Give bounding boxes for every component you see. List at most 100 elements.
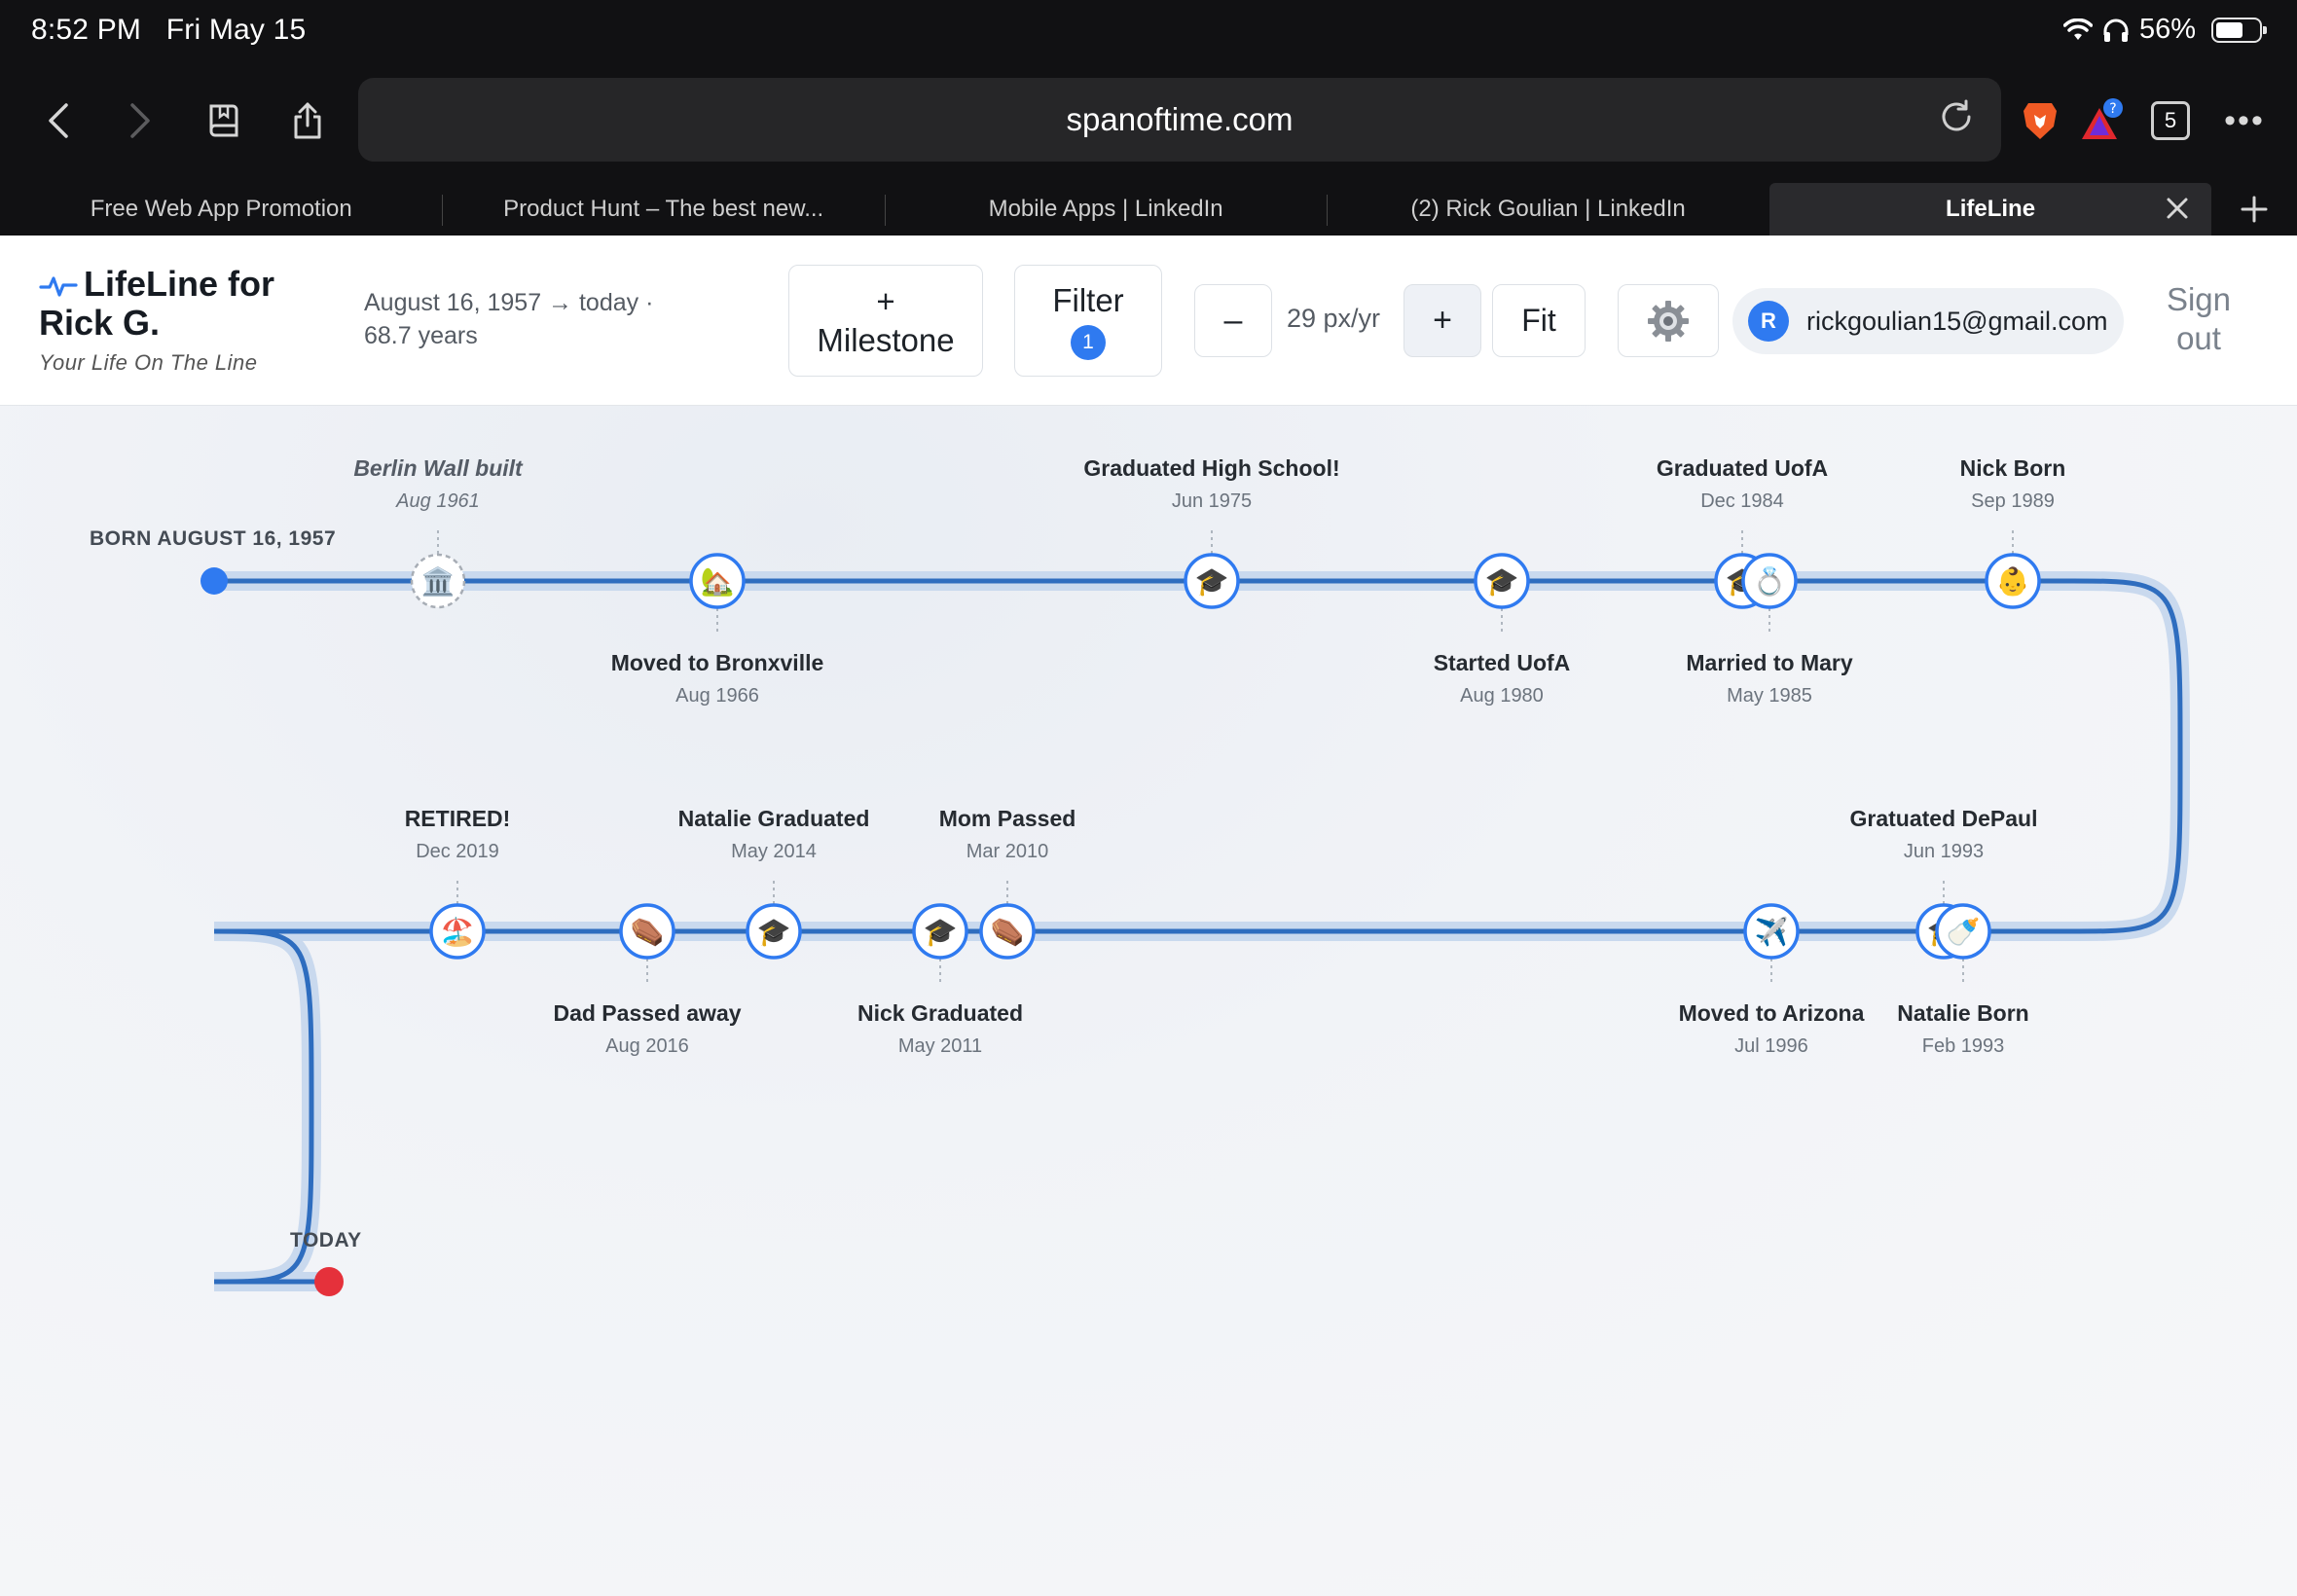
lifespan-summary: August 16, 1957 → today · 68.7 years: [364, 286, 685, 352]
share-button[interactable]: [280, 93, 335, 148]
timeline-path: 🏛️🏡🎓🎓🎓💍👶🎓🍼✈️⚰️🎓🎓⚰️🏖️: [201, 530, 2190, 1296]
account-email: rickgoulian15@gmail.com: [1806, 306, 2108, 336]
fit-button[interactable]: Fit: [1492, 284, 1586, 357]
birth-dot: [201, 567, 228, 595]
event-title: Started UofA: [1433, 650, 1571, 675]
event-marker[interactable]: [1741, 553, 1798, 609]
event-title: Gratuated DePaul: [1849, 806, 2038, 831]
app-title: LifeLine for Rick G.: [39, 265, 321, 343]
tab-label: Product Hunt – The best new...: [503, 196, 824, 222]
battery-icon: [2211, 17, 2267, 43]
event-date: Feb 1993: [1921, 1035, 2005, 1057]
plus-icon: [2241, 196, 2268, 223]
brave-shields-button[interactable]: [2013, 93, 2067, 148]
zoom-level: 29 px/yr: [1287, 304, 1381, 333]
share-icon: [294, 102, 321, 139]
event-date: Aug 1961: [396, 490, 480, 512]
event-marker[interactable]: [912, 903, 968, 960]
event-title: Dad Passed away: [553, 1000, 742, 1026]
back-button[interactable]: [31, 93, 86, 148]
status-time: 8:52 PM Fri May 15: [31, 14, 306, 47]
event-date: Dec 1984: [1700, 490, 1784, 512]
event-markers: 🏛️🏡🎓🎓🎓💍👶🎓🍼✈️⚰️🎓🎓⚰️🏖️: [410, 530, 2041, 982]
sign-out-button[interactable]: Sign out: [2145, 280, 2252, 358]
event-icon: ⚰️: [631, 916, 665, 948]
tab-rick-goulian-linkedin[interactable]: (2) Rick Goulian | LinkedIn: [1327, 183, 1768, 236]
event-icon: 🎓: [1485, 565, 1519, 598]
event-title: Natalie Born: [1897, 1000, 2029, 1026]
reload-button[interactable]: [1937, 97, 1976, 144]
event-date: Dec 2019: [416, 841, 499, 862]
event-marker[interactable]: [429, 903, 486, 960]
event-title: Graduated UofA: [1656, 455, 1829, 481]
status-icons: 56%: [2062, 14, 2267, 46]
event-marker[interactable]: [979, 903, 1036, 960]
birthdate-range: August 16, 1957 → today ·: [364, 289, 654, 316]
event-marker[interactable]: [1985, 553, 2041, 609]
brand: LifeLine for Rick G. Your Life On The Li…: [39, 265, 321, 376]
event-title: Mom Passed: [938, 806, 1076, 831]
event-title: Graduated High School!: [1083, 455, 1340, 481]
account-chip[interactable]: R rickgoulian15@gmail.com: [1732, 288, 2124, 354]
event-title: Moved to Arizona: [1678, 1000, 1865, 1026]
tab-free-web-app-promotion[interactable]: Free Web App Promotion: [0, 183, 442, 236]
tab-product-hunt[interactable]: Product Hunt – The best new...: [442, 183, 884, 236]
filter-button[interactable]: Filter 1: [1014, 265, 1162, 377]
event-marker[interactable]: [619, 903, 675, 960]
event-label[interactable]: Graduated High School!Jun 1975: [1083, 455, 1339, 513]
tab-lifeline[interactable]: LifeLine: [1768, 183, 2212, 236]
forward-button[interactable]: [113, 93, 167, 148]
event-date: Mar 2010: [966, 841, 1049, 862]
event-title: Natalie Graduated: [677, 806, 870, 831]
gear-icon: [1648, 300, 1689, 342]
battery-percent: 56%: [2138, 14, 2196, 45]
tab-count-icon: 5: [2151, 101, 2190, 140]
filter-label: Filter: [1052, 281, 1124, 318]
clock: 8:52 PM: [31, 14, 142, 46]
new-tab-button[interactable]: [2211, 183, 2297, 236]
event-marker[interactable]: [1935, 903, 1991, 960]
event-marker[interactable]: [689, 553, 746, 609]
bookmarks-button[interactable]: [197, 93, 251, 148]
zoom-out-button[interactable]: –: [1194, 284, 1272, 357]
event-label[interactable]: Graduated UofA Dec 1984: [1657, 455, 1828, 513]
tab-mobile-apps-linkedin[interactable]: Mobile Apps | LinkedIn: [884, 183, 1327, 236]
event-marker[interactable]: [1743, 903, 1800, 960]
url-text: spanoftime.com: [1066, 101, 1294, 137]
event-marker[interactable]: [410, 553, 466, 609]
brave-rewards-button[interactable]: ?: [2075, 93, 2130, 148]
address-bar[interactable]: spanoftime.com: [358, 78, 2001, 162]
event-date: May 1985: [1727, 685, 1812, 707]
event-icon: 🎓: [757, 916, 791, 948]
event-label[interactable]: RETIRED!Dec 2019: [405, 806, 511, 863]
close-tab-button[interactable]: [2163, 194, 2192, 230]
zoom-in-button[interactable]: +: [1404, 284, 1481, 357]
event-marker[interactable]: [1474, 553, 1530, 609]
event-title: Nick Graduated: [857, 1000, 1023, 1026]
event-date: Jul 1996: [1734, 1035, 1808, 1057]
event-icon: 🏛️: [421, 565, 456, 598]
add-milestone-label: Milestone: [817, 321, 955, 358]
event-icon: 👶: [1996, 565, 2030, 598]
timeline-canvas[interactable]: 🏛️🏡🎓🎓🎓💍👶🎓🍼✈️⚰️🎓🎓⚰️🏖️ BORN AUGUST 16, 195…: [0, 406, 2297, 1596]
event-marker[interactable]: [1184, 553, 1240, 609]
tab-switcher-button[interactable]: 5: [2143, 93, 2198, 148]
event-marker[interactable]: [746, 903, 802, 960]
add-milestone-button[interactable]: + Milestone: [788, 265, 983, 377]
sign-out-label: out: [2176, 320, 2221, 356]
more-menu-button[interactable]: •••: [2217, 93, 2272, 148]
settings-button[interactable]: [1618, 284, 1719, 357]
event-icon: 🎓: [924, 916, 958, 948]
